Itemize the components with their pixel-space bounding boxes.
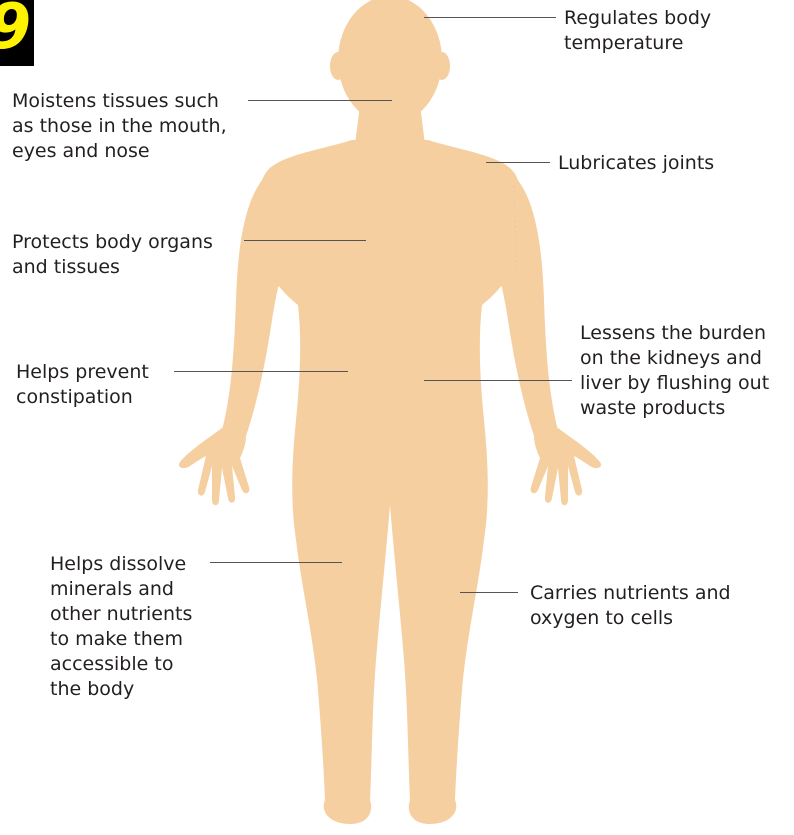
label-prevent-constipation: Helps prevent constipation [16, 360, 149, 410]
leader-line-constipation [174, 371, 348, 372]
label-regulates-temperature: Regulates body temperature [564, 6, 711, 56]
leader-line-temperature [424, 17, 556, 18]
corner-badge: 9 [0, 0, 34, 66]
leader-line-organs [244, 240, 366, 241]
right-ear [434, 52, 450, 80]
leader-line-joints [486, 162, 550, 163]
leader-line-nutrients [460, 592, 518, 593]
left-hand [179, 428, 249, 505]
left-ear [330, 52, 346, 80]
label-carries-nutrients: Carries nutrients and oxygen to cells [530, 581, 731, 631]
label-kidneys-liver: Lessens the burden on the kidneys and li… [580, 321, 769, 421]
right-hand [531, 428, 601, 505]
corner-badge-glyph: 9 [0, 0, 31, 58]
label-moistens-tissues: Moistens tissues such as those in the mo… [12, 89, 227, 164]
label-protects-organs: Protects body organs and tissues [12, 230, 213, 280]
leader-line-minerals [210, 562, 342, 563]
left-arm [222, 170, 300, 436]
leader-line-kidneys [424, 380, 572, 381]
right-arm [480, 170, 558, 436]
body-figure [179, 0, 601, 824]
label-lubricates-joints: Lubricates joints [558, 151, 714, 176]
leader-line-moistens [248, 100, 392, 101]
torso-and-legs [258, 140, 523, 824]
label-dissolve-minerals: Helps dissolve minerals and other nutrie… [50, 552, 192, 702]
